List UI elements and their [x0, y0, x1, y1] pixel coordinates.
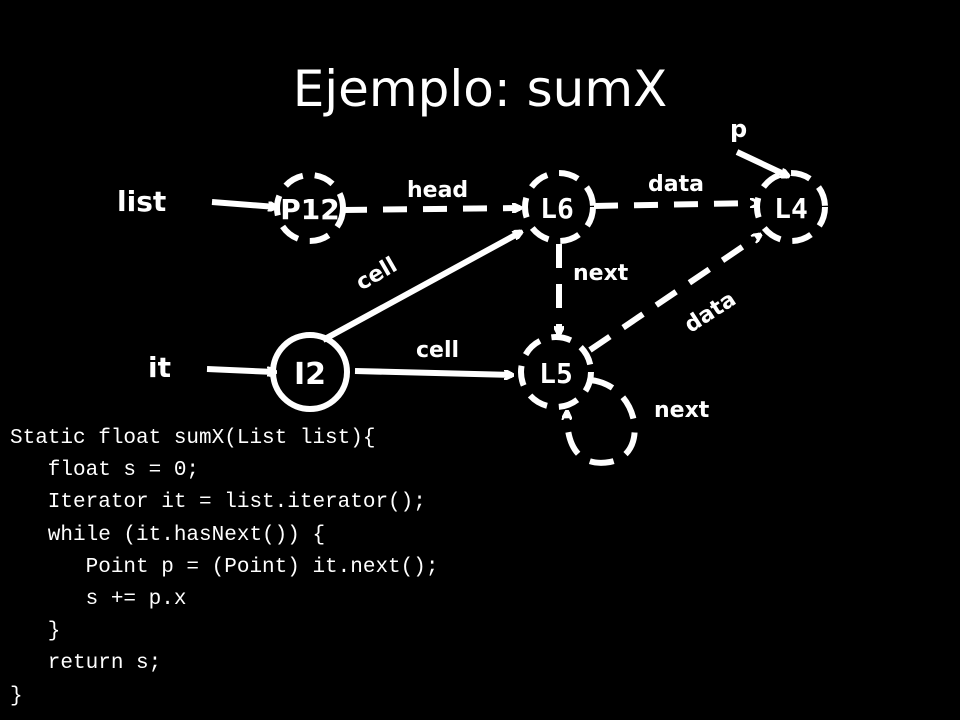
code-line: Static float sumX(List list){ — [10, 427, 376, 450]
code-line: s += p.x — [10, 588, 187, 612]
edge-label-next-l5-self: next — [654, 398, 710, 423]
pointer-list-label: list — [117, 185, 166, 218]
code-block: Static float sumX(List list){ float s = … — [10, 423, 438, 713]
edge-data-l6-l4 — [593, 203, 758, 209]
code-line: } — [10, 620, 61, 644]
node-p12-circle — [274, 172, 346, 244]
code-line: float s = 0; — [10, 459, 200, 483]
edge-head-p12-l6 — [342, 208, 520, 210]
code-line: return s; — [10, 652, 162, 676]
edge-label-data-l5-l4: data — [680, 287, 741, 338]
code-line: Point p = (Point) it.next(); — [10, 555, 439, 579]
code-line: } — [10, 684, 23, 708]
edge-label-next-l6-l5: next — [573, 261, 629, 286]
node-i2-label: I2 — [294, 357, 326, 392]
node-i2-circle — [270, 332, 350, 412]
node-l6-circle — [522, 170, 596, 244]
node-l5-circle — [518, 334, 594, 410]
edge-cell-i2-l6 — [321, 229, 521, 343]
code-line: Iterator it = list.iterator(); — [10, 491, 426, 515]
code-line: while (it.hasNext()) { — [10, 523, 326, 547]
node-l6-label: L6 — [540, 192, 574, 225]
node-p12-label: P12 — [280, 193, 340, 226]
pointer-it-label: it — [148, 351, 171, 384]
node-l4-circle — [754, 170, 828, 244]
edge-cell-i2-l5 — [354, 368, 512, 375]
edge-label-data-l6-l4: data — [648, 172, 704, 197]
list-pointer-arrow — [211, 199, 276, 207]
edge-data-l5-l4 — [588, 235, 760, 353]
node-l5-label: L5 — [539, 357, 573, 390]
edge-next-l5-self-loop — [567, 377, 638, 466]
edge-label-cell-i2-l6: cell — [352, 253, 402, 296]
p-pointer-arrow — [735, 149, 788, 179]
it-pointer-arrow — [206, 366, 275, 372]
edge-label-cell-i2-l5: cell — [416, 338, 459, 363]
pointer-p-label: p — [730, 115, 747, 143]
node-l4-label: L4 — [774, 192, 808, 225]
slide-title: Ejemplo: sumX — [292, 60, 668, 118]
edge-label-head: head — [407, 178, 468, 203]
